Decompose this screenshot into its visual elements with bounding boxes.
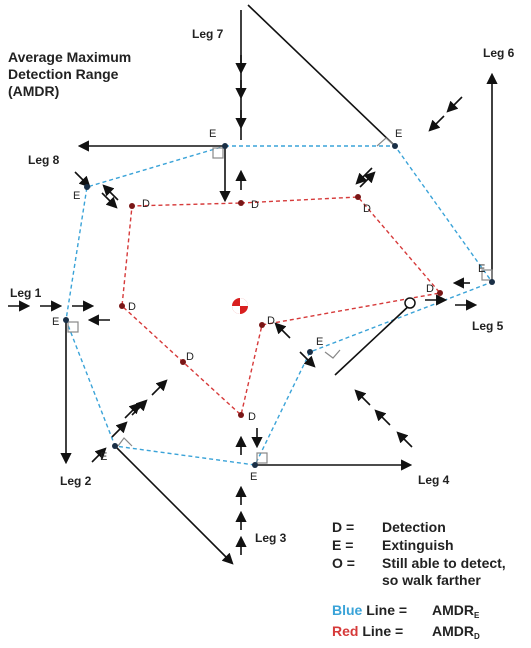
leg-7-label: Leg 7 — [192, 27, 224, 41]
legend-red-word: Red — [332, 623, 358, 639]
point-letters: E E E E E E E E D D D D D D D D — [52, 128, 485, 483]
legend-red-rest: Line = — [358, 623, 403, 639]
legend-amdr-d: AMDRD — [432, 623, 480, 641]
leg-5-label: Leg 5 — [472, 319, 504, 333]
title-line-3: (AMDR) — [8, 83, 59, 99]
leg-1-label: Leg 1 — [10, 286, 42, 300]
e-label: E — [395, 128, 402, 140]
e-label: E — [478, 263, 485, 275]
leg-labels: Leg 1 Leg 2 Leg 3 Leg 4 Leg 5 Leg 6 Leg … — [10, 27, 515, 545]
d-label: D — [186, 351, 194, 363]
legend-d-text: Detection — [382, 519, 446, 535]
legend-sub-e: E — [474, 611, 480, 620]
title-line-2: Detection Range — [8, 66, 119, 82]
approach-arrows — [8, 55, 478, 555]
legend-amdr-d-word: AMDR — [432, 623, 474, 639]
leg-6-label: Leg 6 — [483, 46, 515, 60]
e-label: E — [316, 336, 323, 348]
walk-paths — [60, 4, 498, 565]
right-angle-markers — [67, 137, 493, 464]
legend-blue-word: Blue — [332, 602, 363, 618]
legend-o-text-1: Still able to detect, — [382, 555, 506, 571]
d-label: D — [142, 198, 150, 210]
legend-sub-d: D — [474, 632, 480, 641]
leg-8-label: Leg 8 — [28, 153, 60, 167]
d-label: D — [267, 315, 275, 327]
legend-amdr-e-word: AMDR — [432, 602, 474, 618]
leg-2-label: Leg 2 — [60, 474, 92, 488]
legend-e-text: Extinguish — [382, 537, 454, 553]
d-label: D — [251, 199, 259, 211]
d-label: D — [426, 283, 434, 295]
d-label: D — [248, 411, 256, 423]
amdr-e-polygon — [65, 145, 494, 466]
still-detect-point — [404, 297, 416, 309]
e-label: E — [250, 471, 257, 483]
legend: D = Detection E = Extinguish O = Still a… — [332, 519, 506, 641]
points — [63, 143, 495, 468]
e-label: E — [73, 190, 80, 202]
legend-amdr-e: AMDRE — [432, 602, 480, 620]
d-label: D — [128, 301, 136, 313]
amdr-d-polygon — [121, 196, 442, 417]
legend-o-text-2: so walk farther — [382, 572, 481, 588]
e-label: E — [100, 451, 107, 463]
leg-4-label: Leg 4 — [418, 473, 450, 487]
legend-o-key: O = — [332, 555, 355, 571]
legend-e-key: E = — [332, 537, 353, 553]
d-label: D — [363, 203, 371, 215]
legend-red-line: Red Line = — [332, 623, 403, 639]
legend-blue-line: Blue Line = — [332, 602, 407, 618]
e-label: E — [52, 316, 59, 328]
target-marker — [232, 298, 248, 314]
legend-blue-rest: Line = — [362, 602, 407, 618]
title-line-1: Average Maximum — [8, 49, 131, 65]
legend-d-key: D = — [332, 519, 354, 535]
leg-3-label: Leg 3 — [255, 531, 287, 545]
diagram-title: Average Maximum Detection Range (AMDR) — [8, 49, 131, 99]
e-label: E — [209, 128, 216, 140]
